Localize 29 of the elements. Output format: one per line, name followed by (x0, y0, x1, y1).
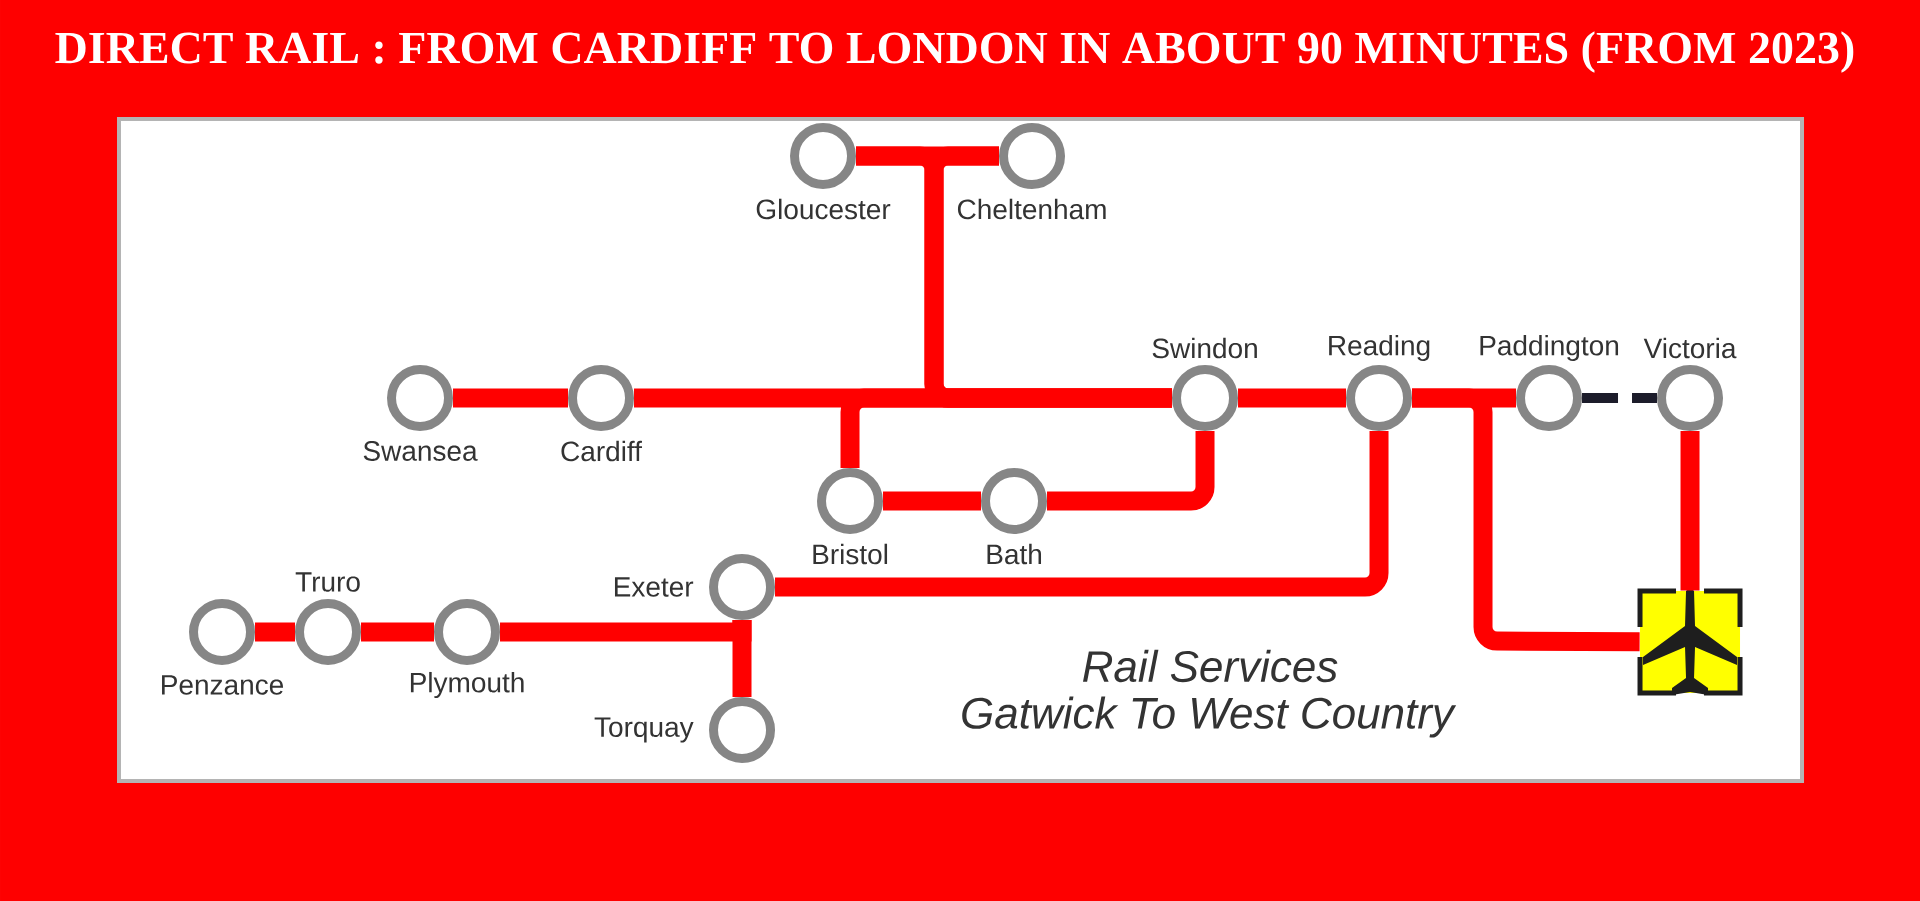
rail-line (840, 388, 1172, 468)
rail-line (883, 491, 981, 511)
dashed-line (1582, 393, 1657, 403)
station-name: Swansea (363, 441, 478, 461)
station-name: Reading (1329, 334, 1430, 362)
station-name: Bath (987, 543, 1041, 565)
title: DIRECT RAIL : FROM CARDIFF TO LONDON IN ABOUT 90 MINUTES (FROM 2023) (55, 31, 1854, 73)
station-name: Cardiff (561, 440, 642, 462)
station-name: Cheltenham (957, 198, 1106, 220)
station-name: Penzance (162, 675, 283, 695)
station-name: Exeter (615, 577, 694, 597)
rail-line (1412, 388, 1640, 652)
rail-line (732, 620, 752, 697)
station-name: Victoria (1643, 337, 1737, 359)
map-caption: Gatwick To West Country (962, 696, 1457, 738)
rail-line (361, 622, 434, 642)
rail-line (255, 622, 295, 642)
map-caption: Rail Services (1083, 649, 1338, 683)
rail-line (1680, 431, 1700, 591)
station-name: Paddington (1480, 334, 1619, 362)
station-name: Plymouth (410, 671, 524, 699)
rail-line (1238, 388, 1346, 408)
rail-line (453, 388, 568, 408)
station-name: Truro (295, 572, 360, 592)
station-name: Bristol (813, 543, 888, 565)
station-name: Torquay (594, 717, 694, 743)
rail-line (775, 431, 1389, 597)
station-name: Gloucester (756, 198, 891, 220)
station-name: Swindon (1152, 337, 1257, 359)
